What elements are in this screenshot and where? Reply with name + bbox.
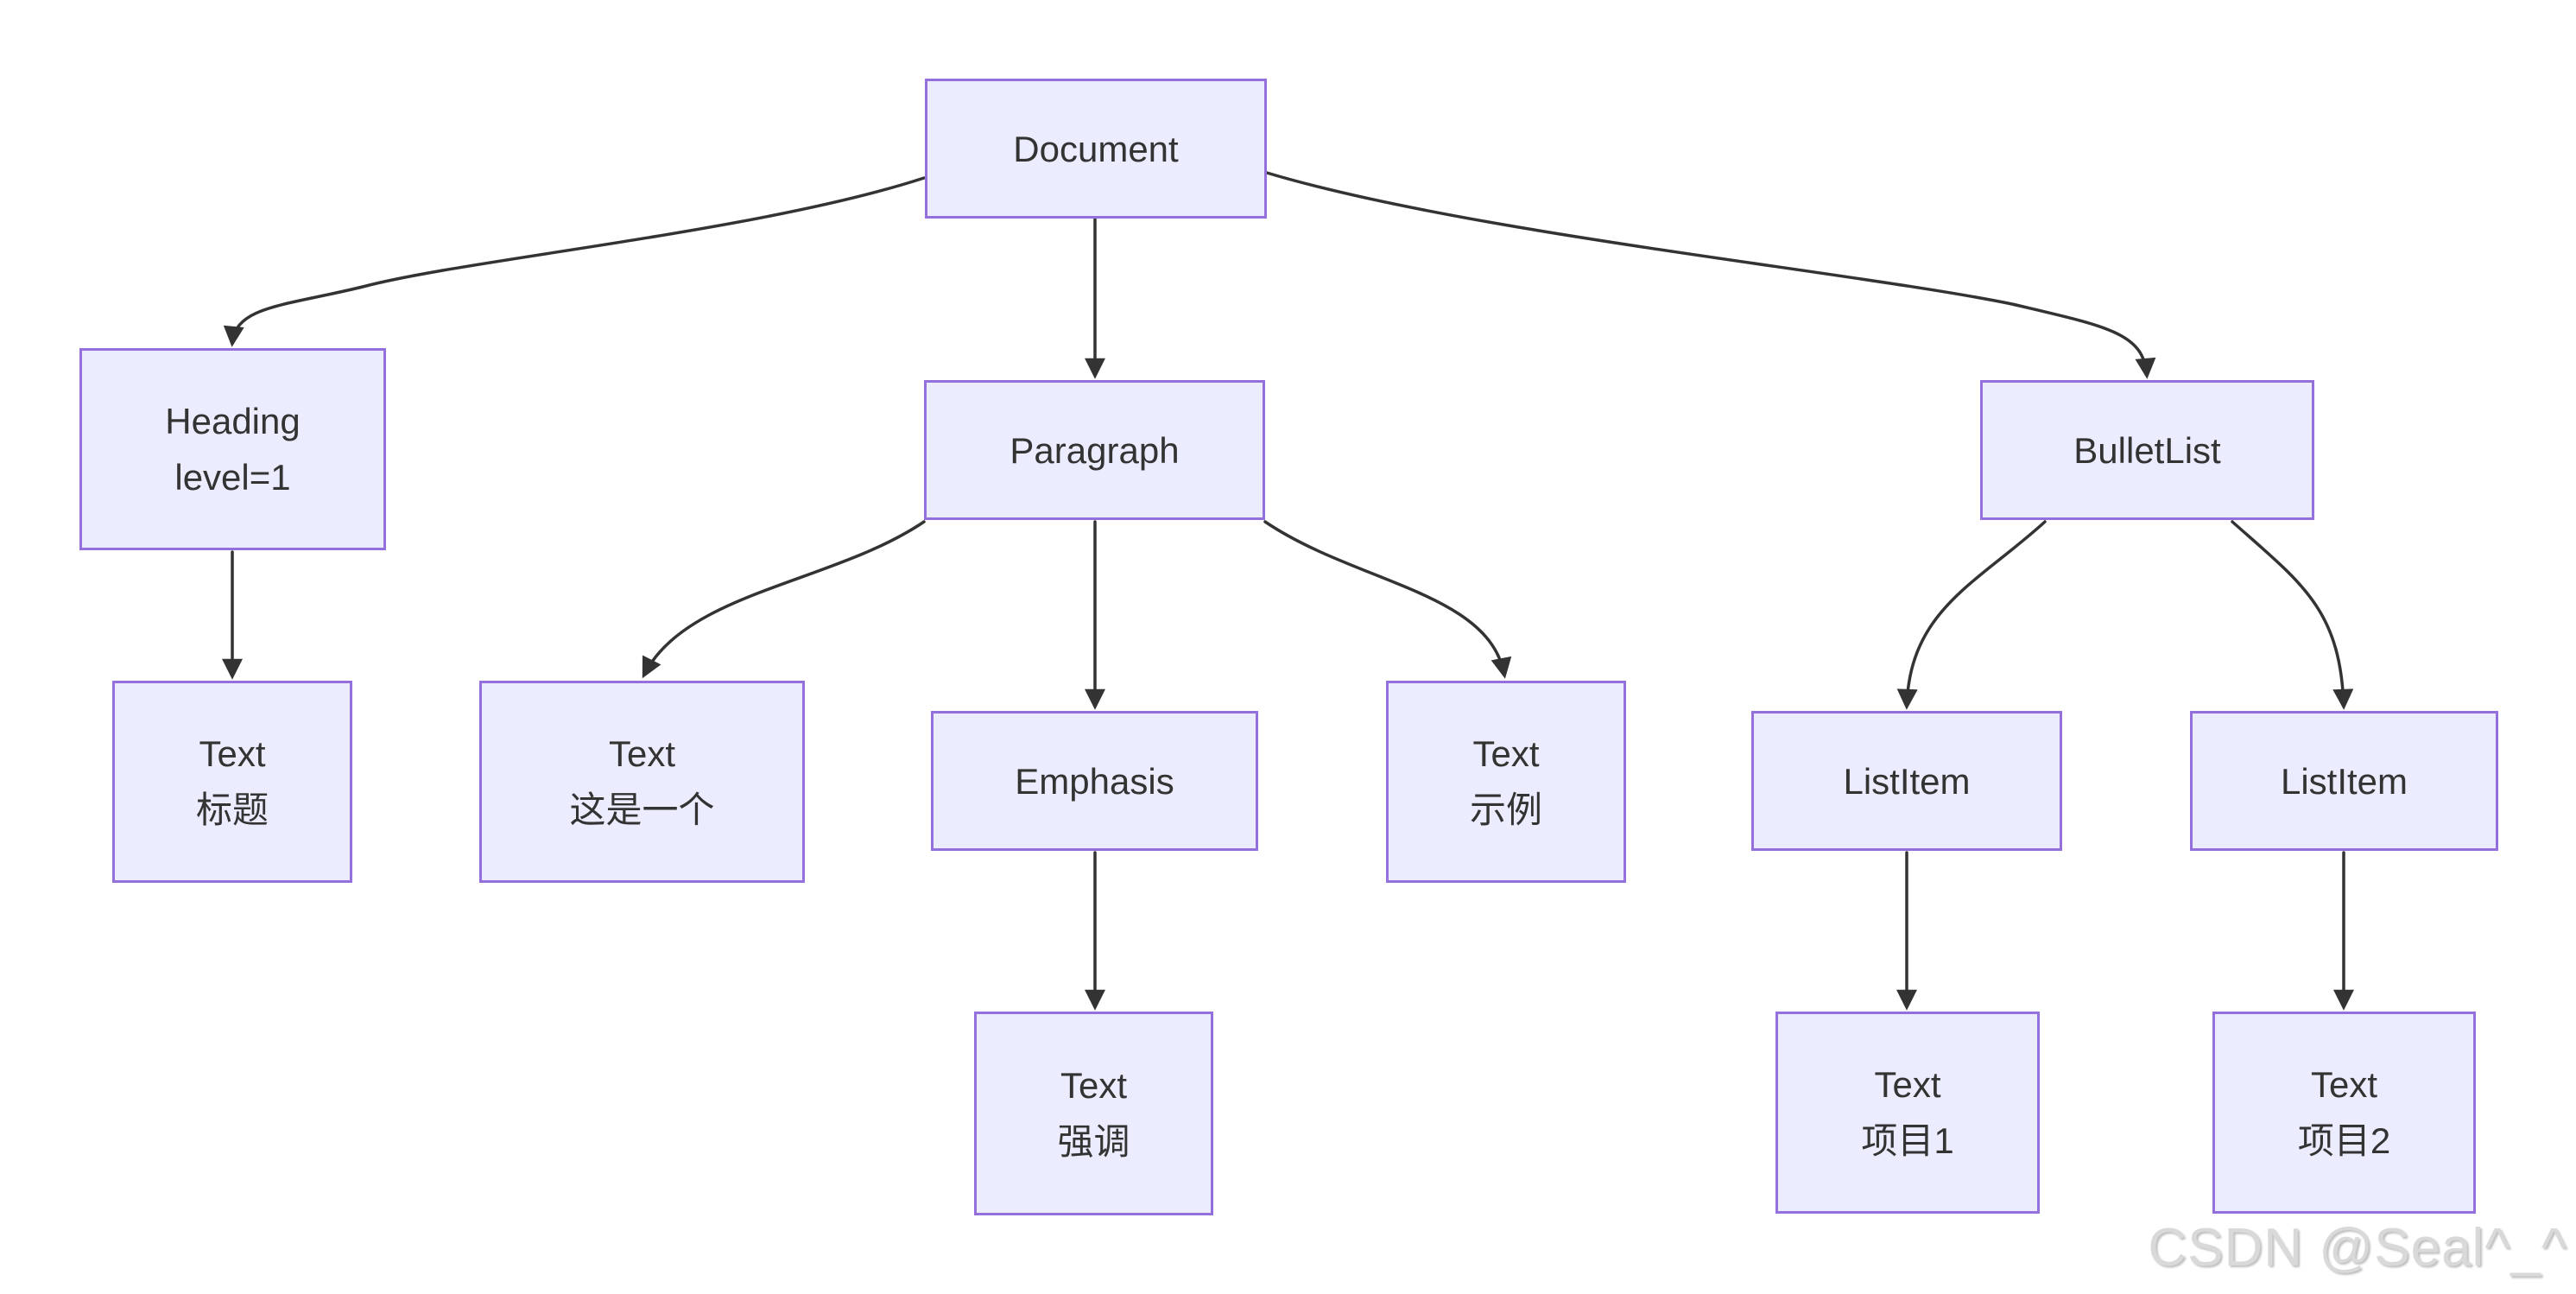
node-label: ListItem bbox=[1843, 760, 1971, 802]
node-sublabel: 标题 bbox=[195, 790, 269, 830]
node-sublabel: 示例 bbox=[1469, 790, 1542, 830]
node-text-intro: Text 这是一个 bbox=[479, 681, 805, 883]
node-label: Text bbox=[2310, 1064, 2378, 1105]
node-listitem-1: ListItem bbox=[1751, 711, 2062, 851]
node-label: Text bbox=[1060, 1065, 1128, 1106]
edge-document-heading bbox=[223, 176, 926, 347]
node-text-item2: Text 项目2 bbox=[2212, 1012, 2476, 1214]
node-sublabel: 这是一个 bbox=[569, 790, 715, 830]
edge-bulletlist-listitem-2 bbox=[2231, 520, 2354, 710]
node-label: Paragraph bbox=[1010, 429, 1180, 471]
node-sublabel: 强调 bbox=[1057, 1121, 1130, 1162]
node-text-example: Text 示例 bbox=[1386, 681, 1626, 883]
node-emphasis: Emphasis bbox=[931, 711, 1258, 851]
node-label: Emphasis bbox=[1015, 760, 1174, 802]
node-listitem-2: ListItem bbox=[2190, 711, 2498, 851]
edge-paragraph-text-example bbox=[1263, 520, 1512, 679]
edge-bulletlist-listitem-1 bbox=[1896, 520, 2047, 710]
node-label: Text bbox=[199, 733, 266, 774]
node-heading: Heading level=1 bbox=[79, 348, 386, 550]
node-label: Heading bbox=[165, 401, 301, 441]
node-text-emphasis: Text 强调 bbox=[974, 1012, 1213, 1215]
node-label: Document bbox=[1013, 128, 1179, 169]
node-document: Document bbox=[925, 79, 1267, 219]
node-sublabel: 项目2 bbox=[2297, 1120, 2391, 1161]
node-text-item1: Text 项目1 bbox=[1775, 1012, 2040, 1214]
node-label: Text bbox=[1472, 733, 1540, 774]
node-paragraph: Paragraph bbox=[924, 380, 1265, 520]
node-bulletlist: BulletList bbox=[1980, 380, 2314, 520]
edge-document-bulletlist bbox=[1265, 171, 2156, 379]
node-sublabel: level=1 bbox=[174, 457, 291, 498]
node-label: Text bbox=[1874, 1064, 1941, 1105]
edge-paragraph-text-intro bbox=[642, 520, 926, 679]
csdn-watermark: CSDN @Seal^_^ bbox=[2148, 1218, 2567, 1278]
node-label: ListItem bbox=[2280, 760, 2408, 802]
node-label: Text bbox=[608, 733, 676, 774]
node-text-title: Text 标题 bbox=[112, 681, 352, 883]
node-label: BulletList bbox=[2073, 429, 2221, 471]
node-sublabel: 项目1 bbox=[1861, 1120, 1954, 1161]
